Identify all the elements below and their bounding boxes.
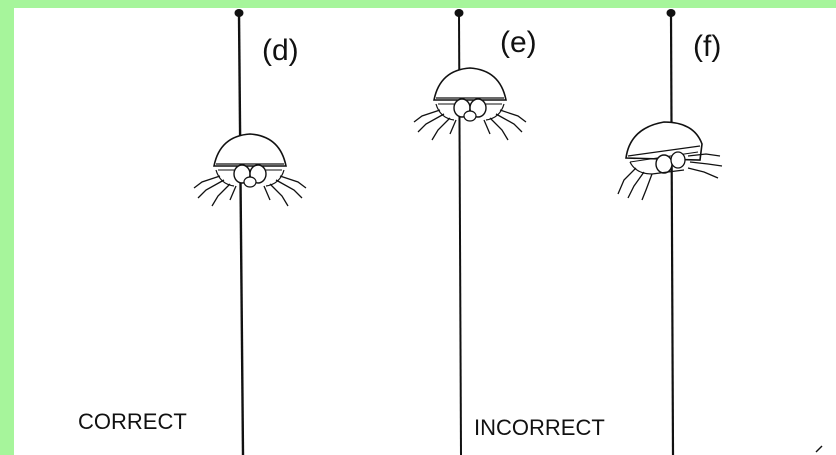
label-e: (e)	[500, 26, 537, 59]
column-d: (d)	[193, 9, 307, 455]
label-d: (d)	[262, 34, 299, 67]
diagram-panel	[14, 8, 836, 455]
pin-head-icon	[234, 9, 244, 17]
pin-head-icon	[454, 9, 464, 17]
caption-incorrect: INCORRECT	[474, 415, 605, 440]
insect-front-correct-icon	[193, 133, 307, 207]
stray-mark	[815, 445, 823, 453]
column-e: (e)	[413, 9, 537, 455]
column-f: (f)	[617, 9, 723, 455]
pin-head-icon	[666, 9, 676, 17]
caption-correct: CORRECT	[78, 409, 187, 434]
insect-side-incorrect-icon	[617, 121, 723, 201]
label-f: (f)	[693, 30, 721, 63]
insect-front-incorrect-icon	[413, 67, 527, 141]
